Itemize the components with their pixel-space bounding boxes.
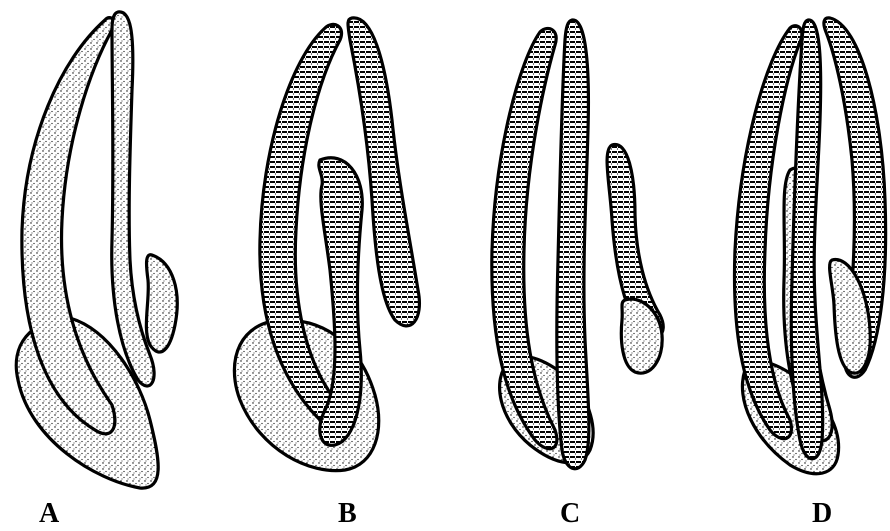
panel-label-b: B	[338, 500, 357, 528]
panel-b-structure	[234, 18, 419, 471]
panel-label-c: C	[560, 500, 580, 528]
panel-a-structure	[16, 12, 177, 488]
panel-label-a: A	[39, 500, 59, 528]
panel-a-hook	[146, 255, 177, 352]
panel-label-d: D	[812, 500, 832, 528]
panel-d-structure	[734, 18, 885, 474]
panel-c-inner-column	[557, 20, 589, 469]
panel-c-structure	[492, 20, 663, 469]
panel-d-middle-column	[791, 20, 822, 459]
